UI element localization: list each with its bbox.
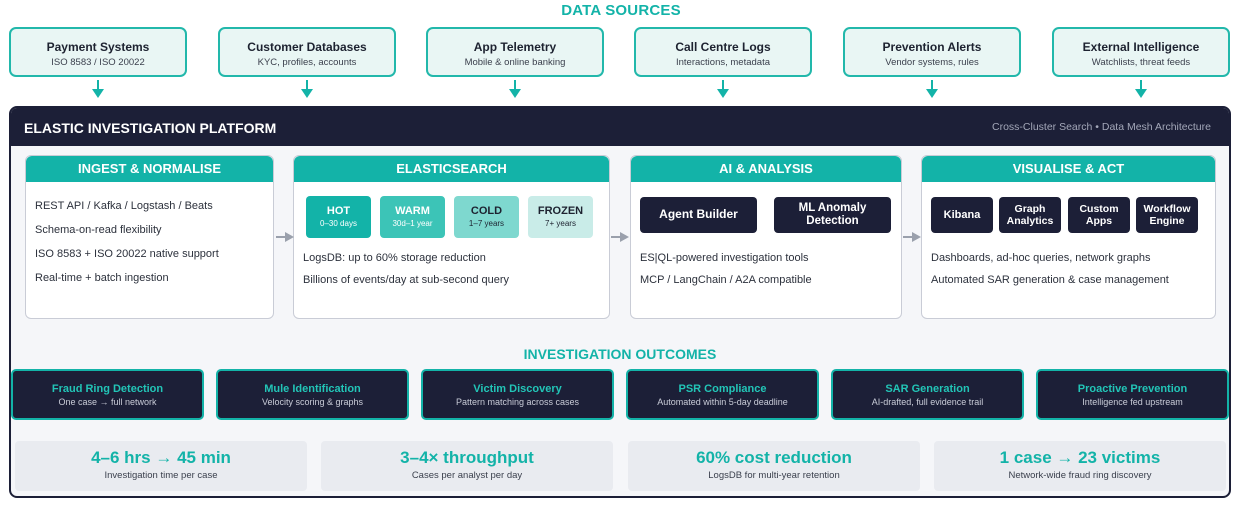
metric-value: 60% cost reduction [696,448,852,467]
platform-title: ELASTIC INVESTIGATION PLATFORM [24,120,277,136]
stage-ingest: INGEST & NORMALISE REST API / Kafka / Lo… [25,155,274,319]
outcome-proactive-prevention: Proactive Prevention Intelligence fed up… [1036,369,1229,420]
source-external-intelligence: External Intelligence Watchlists, threat… [1052,27,1230,77]
source-customer-databases: Customer Databases KYC, profiles, accoun… [218,27,396,77]
stage-line: Billions of events/day at sub-second que… [303,274,510,286]
metric-value: 4–6 hrs → 45 min [91,448,231,467]
stage-title: AI & ANALYSIS [631,156,901,182]
outcome-title: Mule Identification [264,383,361,395]
tier-name: WARM [395,205,430,217]
arrow-right-icon [276,232,294,242]
outcome-title: Fraud Ring Detection [51,383,164,395]
source-call-centre-logs: Call Centre Logs Interactions, metadata [634,27,812,77]
tier-hot: HOT 0–30 days [306,196,371,238]
source-subtitle: Watchlists, threat feeds [1091,57,1191,68]
outcome-victim-discovery: Victim Discovery Pattern matching across… [421,369,614,420]
platform-header: ELASTIC INVESTIGATION PLATFORM Cross-Clu… [11,108,1229,146]
stage-line: REST API / Kafka / Logstash / Beats [35,200,213,212]
investigation-platform: ELASTIC INVESTIGATION PLATFORM Cross-Clu… [9,106,1231,498]
tier-warm: WARM 30d–1 year [380,196,445,238]
source-subtitle: ISO 8583 / ISO 20022 [51,57,145,68]
arrow-down-icon [717,80,729,98]
outcome-subtitle: AI-drafted, full evidence trail [871,397,984,407]
stage-line: ISO 8583 + ISO 20022 native support [35,248,219,260]
source-title: Payment Systems [46,40,150,54]
metric-label: Investigation time per case [104,470,218,481]
metric-value: 3–4× throughput [400,448,534,467]
outcome-title: SAR Generation [885,383,970,395]
source-prevention-alerts: Prevention Alerts Vendor systems, rules [843,27,1021,77]
ml-anomaly-box: ML Anomaly Detection [774,197,891,233]
outcome-fraud-ring-detection: Fraud Ring Detection One case → full net… [11,369,204,420]
tier-desc: 7+ years [545,219,576,228]
stage-line: Automated SAR generation & case manageme… [931,274,1169,286]
stage-title: VISUALISE & ACT [922,156,1215,182]
agent-builder-box: Agent Builder [640,197,757,233]
outcome-subtitle: Velocity scoring & graphs [261,397,364,407]
arrow-down-icon [92,80,104,98]
platform-subtitle: Cross-Cluster Search • Data Mesh Archite… [991,121,1211,133]
metric-throughput: 3–4× throughput Cases per analyst per da… [321,441,613,491]
source-app-telemetry: App Telemetry Mobile & online banking [426,27,604,77]
source-subtitle: Mobile & online banking [464,57,566,68]
outcome-title: Proactive Prevention [1077,383,1188,395]
stage-line: Real-time + batch ingestion [35,272,169,284]
metric-value: 1 case → 23 victims [999,448,1161,467]
stage-line: MCP / LangChain / A2A compatible [640,274,812,286]
tier-frozen: FROZEN 7+ years [528,196,593,238]
stage-line: Dashboards, ad-hoc queries, network grap… [931,252,1151,264]
source-subtitle: Vendor systems, rules [885,57,979,68]
source-subtitle: KYC, profiles, accounts [257,57,357,68]
metric-investigation-time: 4–6 hrs → 45 min Investigation time per … [15,441,307,491]
outcome-mule-identification: Mule Identification Velocity scoring & g… [216,369,409,420]
graph-analytics-box: Graph Analytics [999,197,1061,233]
stage-line: Schema-on-read flexibility [35,224,162,236]
stage-ai-analysis: AI & ANALYSIS Agent Builder ML Anomaly D… [630,155,902,319]
workflow-engine-box: Workflow Engine [1136,197,1198,233]
tier-desc: 30d–1 year [392,219,433,228]
source-subtitle: Interactions, metadata [676,57,770,68]
metric-label: LogsDB for multi-year retention [708,470,840,481]
arrow-down-icon [926,80,938,98]
data-sources-title: DATA SOURCES [561,2,681,19]
outcomes-title: INVESTIGATION OUTCOMES [523,346,717,362]
arrow-right-icon [903,232,921,242]
metric-label: Network-wide fraud ring discovery [1008,470,1152,481]
arrow-right-icon [611,232,629,242]
tier-desc: 0–30 days [320,219,357,228]
outcome-subtitle: Pattern matching across cases [455,397,580,407]
stage-title: INGEST & NORMALISE [26,156,273,182]
source-title: Call Centre Logs [675,40,771,54]
outcome-title: Victim Discovery [473,383,562,395]
outcome-sar-generation: SAR Generation AI-drafted, full evidence… [831,369,1024,420]
source-title: Prevention Alerts [882,40,982,54]
stage-title: ELASTICSEARCH [294,156,609,182]
outcome-subtitle: Intelligence fed upstream [1082,397,1183,407]
tier-name: FROZEN [537,205,584,217]
tier-name: HOT [326,205,351,217]
outcome-psr-compliance: PSR Compliance Automated within 5-day de… [626,369,819,420]
arrow-down-icon [301,80,313,98]
tier-desc: 1–7 years [468,219,505,228]
metric-victims-discovered: 1 case → 23 victims Network-wide fraud r… [934,441,1226,491]
source-title: Customer Databases [247,40,367,54]
stage-elasticsearch: ELASTICSEARCH HOT 0–30 days WARM 30d–1 y… [293,155,610,319]
outcome-title: PSR Compliance [678,383,767,395]
arrow-down-icon [509,80,521,98]
custom-apps-box: Custom Apps [1068,197,1130,233]
kibana-box: Kibana [931,197,993,233]
outcome-subtitle: One case → full network [58,397,157,407]
source-title: App Telemetry [473,40,557,54]
source-payment-systems: Payment Systems ISO 8583 / ISO 20022 [9,27,187,77]
source-title: External Intelligence [1082,40,1200,54]
stage-visualise-act: VISUALISE & ACT Kibana Graph Analytics C… [921,155,1216,319]
arrow-down-icon [1135,80,1147,98]
tier-cold: COLD 1–7 years [454,196,519,238]
tier-name: COLD [470,205,503,217]
stage-line: LogsDB: up to 60% storage reduction [303,252,486,264]
metric-label: Cases per analyst per day [411,470,523,481]
stage-line: ES|QL-powered investigation tools [640,252,809,264]
outcome-subtitle: Automated within 5-day deadline [657,397,788,407]
metric-cost-reduction: 60% cost reduction LogsDB for multi-year… [628,441,920,491]
